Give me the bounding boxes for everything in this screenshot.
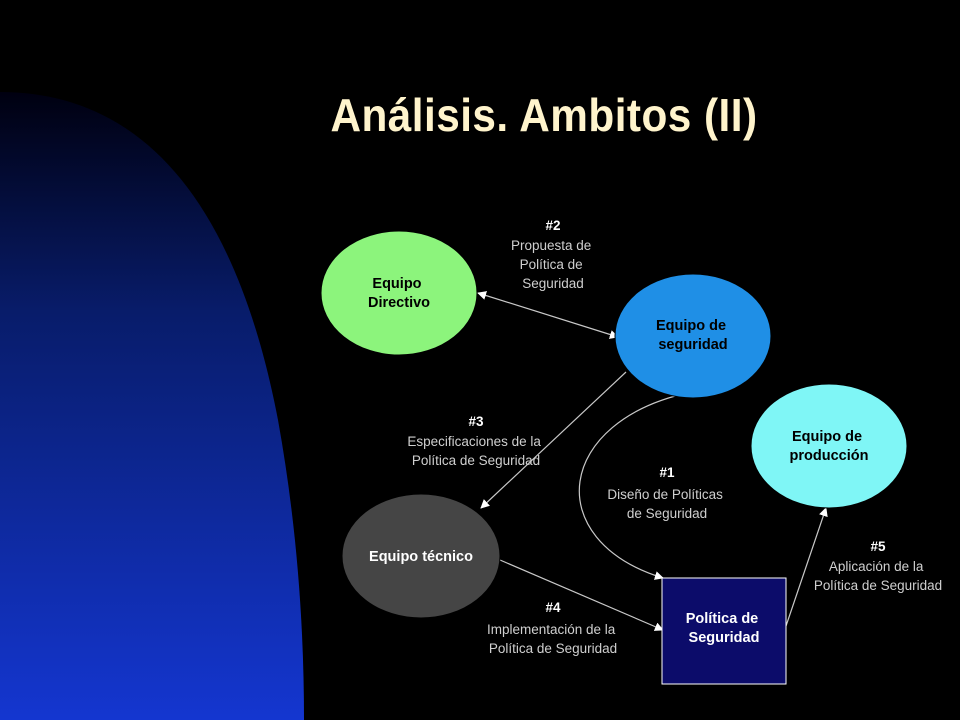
flow-label-4-line-2: Política de Seguridad	[489, 641, 617, 656]
flow-label-5-line-2: Política de Seguridad	[814, 578, 942, 593]
flow-label-5: #5 Aplicación de la Política de Segurida…	[814, 539, 942, 593]
node-equipo-seguridad-line-1: Equipo de	[656, 318, 726, 334]
flow-label-4-number: #4	[545, 600, 561, 615]
page-title: Análisis. Ambitos (II)	[330, 89, 758, 141]
flow-label-3-number: #3	[468, 414, 484, 429]
node-equipo-produccion: Equipo de producción	[750, 383, 908, 509]
arrow-seguridad-tecnico	[480, 371, 627, 509]
flow-label-5-number: #5	[870, 539, 886, 554]
flow-label-5-line-1: Aplicación de la	[829, 559, 924, 574]
node-politica-seguridad-line-1: Política de	[686, 611, 759, 627]
flow-label-1-line-1: Diseño de Políticas	[607, 487, 723, 502]
node-equipo-directivo: Equipo Directivo	[320, 230, 478, 356]
flow-label-1: #1 Diseño de Políticas de Seguridad	[607, 465, 726, 521]
node-equipo-directivo-line-1: Equipo	[372, 276, 421, 292]
node-equipo-directivo-label: Equipo Directivo	[368, 276, 430, 311]
flow-label-2-line-1: Propuesta de	[511, 238, 591, 253]
flow-label-5-text: Aplicación de la Política de Seguridad	[814, 559, 942, 593]
flow-label-1-number: #1	[659, 465, 675, 480]
flow-label-3-line-1: Especificaciones de la	[407, 434, 541, 449]
flow-label-3-text: Especificaciones de la Política de Segur…	[407, 434, 544, 468]
node-politica-seguridad: Política de Seguridad	[661, 577, 787, 685]
flow-label-3-line-2: Política de Seguridad	[412, 453, 540, 468]
node-equipo-produccion-line-2: producción	[790, 448, 869, 464]
flow-label-4-line-1: Implementación de la	[487, 622, 616, 637]
node-politica-seguridad-shape	[661, 577, 787, 685]
node-equipo-seguridad-label: Equipo de seguridad	[656, 318, 730, 353]
flow-label-2-line-2: Política de	[520, 257, 583, 272]
flow-label-3: #3 Especificaciones de la Política de Se…	[407, 414, 544, 468]
node-equipo-seguridad: Equipo de seguridad	[614, 273, 772, 399]
node-equipo-tecnico-label: Equipo técnico	[369, 549, 473, 565]
arrow-politica-seguridad	[578, 389, 693, 580]
flow-label-4: #4 Implementación de la Política de Segu…	[487, 600, 619, 656]
arrow-politica-produccion	[785, 507, 828, 627]
flow-label-2-number: #2	[545, 218, 560, 233]
node-politica-seguridad-line-2: Seguridad	[689, 630, 760, 646]
arrows	[477, 291, 828, 631]
node-equipo-produccion-label: Equipo de producción	[790, 429, 869, 464]
arrow-tecnico-politica	[499, 559, 664, 631]
node-politica-seguridad-label: Política de Seguridad	[686, 611, 763, 646]
node-equipo-directivo-shape	[320, 230, 478, 356]
node-equipo-produccion-line-1: Equipo de	[792, 429, 862, 445]
node-equipo-seguridad-line-2: seguridad	[658, 337, 727, 353]
node-equipo-produccion-shape	[750, 383, 908, 509]
flow-label-2: #2 Propuesta de Política de Seguridad	[511, 218, 595, 291]
arrow-directivo-seguridad	[477, 291, 619, 339]
flow-label-2-line-3: Seguridad	[522, 276, 584, 291]
node-equipo-tecnico: Equipo técnico	[341, 493, 501, 619]
decorative-blue-shape	[0, 92, 304, 720]
node-equipo-tecnico-shape	[341, 493, 501, 619]
flow-label-2-text: Propuesta de Política de Seguridad	[511, 238, 595, 291]
node-equipo-tecnico-line-1: Equipo técnico	[369, 549, 473, 565]
node-equipo-directivo-line-2: Directivo	[368, 295, 430, 311]
flow-label-1-line-2: de Seguridad	[627, 506, 707, 521]
flow-label-1-text: Diseño de Políticas de Seguridad	[607, 487, 726, 521]
node-equipo-seguridad-shape	[614, 273, 772, 399]
flow-label-4-text: Implementación de la Política de Segurid…	[487, 622, 619, 656]
